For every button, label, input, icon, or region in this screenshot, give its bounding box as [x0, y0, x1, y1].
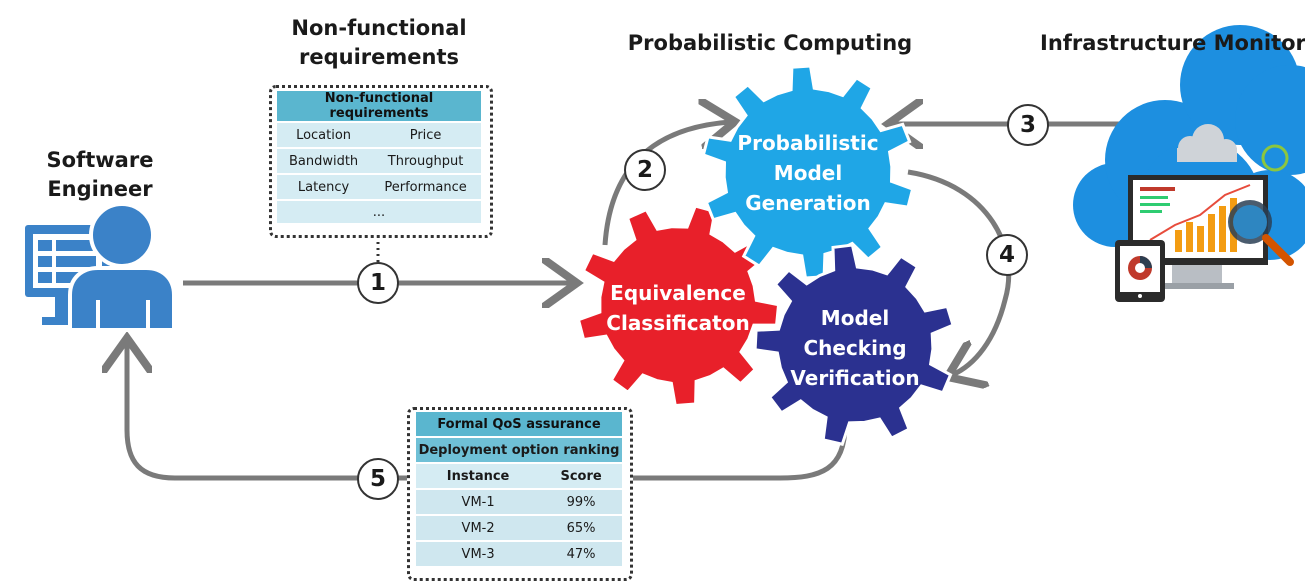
table-cell: Bandwidth: [288, 153, 359, 169]
infrastructure-monitoring-icon: [1073, 25, 1305, 302]
table-cell: ...: [372, 204, 386, 220]
step-4-badge: 4: [986, 234, 1028, 276]
table-header-row: Instance Score: [416, 464, 622, 488]
table-row: VM-2 65%: [416, 516, 622, 540]
table-row: Latency Performance: [277, 175, 481, 199]
table-cell: Location: [296, 127, 352, 143]
table-row: Bandwidth Throughput: [277, 149, 481, 173]
gear-checking-icon: [753, 243, 955, 446]
table-cell: 65%: [540, 516, 622, 540]
table-row: Location Price: [277, 123, 481, 147]
table-cell: VM-3: [416, 542, 541, 566]
column-header-instance: Instance: [416, 464, 541, 488]
table-cell: 47%: [540, 542, 622, 566]
table-cell: Performance: [384, 179, 467, 195]
table-row: ...: [277, 201, 481, 223]
table-cell: 99%: [540, 490, 622, 514]
result-table-subheader: Deployment option ranking: [416, 438, 622, 462]
nfr-table-header: Non-functional requirements: [277, 91, 481, 121]
table-cell: VM-1: [416, 490, 541, 514]
nfr-title: Non-functional requirements: [291, 16, 467, 69]
table-cell: Throughput: [387, 153, 464, 169]
arrow-4: [907, 169, 1012, 375]
software-engineer-icon: [25, 202, 176, 332]
infrastructure-monitoring-title: Infrastructure Monitoring: [1040, 31, 1305, 55]
software-engineer-label: Software Engineer: [46, 148, 154, 201]
step-3-badge: 3: [1007, 104, 1049, 146]
result-table: Formal QoS assurance Deployment option r…: [416, 410, 622, 568]
step-1-badge: 1: [357, 262, 399, 304]
gear-equivalence-icon: [577, 205, 780, 407]
step-5-badge: 5: [357, 458, 399, 500]
table-row: VM-1 99%: [416, 490, 622, 514]
table-cell: Latency: [297, 179, 350, 195]
table-cell: VM-2: [416, 516, 541, 540]
gear-label-equivalence: Equivalence Classificaton: [606, 281, 750, 335]
nfr-table: Non-functional requirements Location Pri…: [277, 89, 481, 225]
gear-label-checking: Model Checking Verification: [790, 306, 920, 390]
table-cell: Price: [409, 127, 442, 143]
gear-label-generation: Probabilistic Model Generation: [737, 131, 879, 215]
table-row: VM-3 47%: [416, 542, 622, 566]
column-header-score: Score: [540, 464, 622, 488]
step-2-badge: 2: [624, 149, 666, 191]
probabilistic-computing-title: Probabilistic Computing: [627, 31, 913, 55]
result-table-header: Formal QoS assurance: [416, 412, 622, 436]
